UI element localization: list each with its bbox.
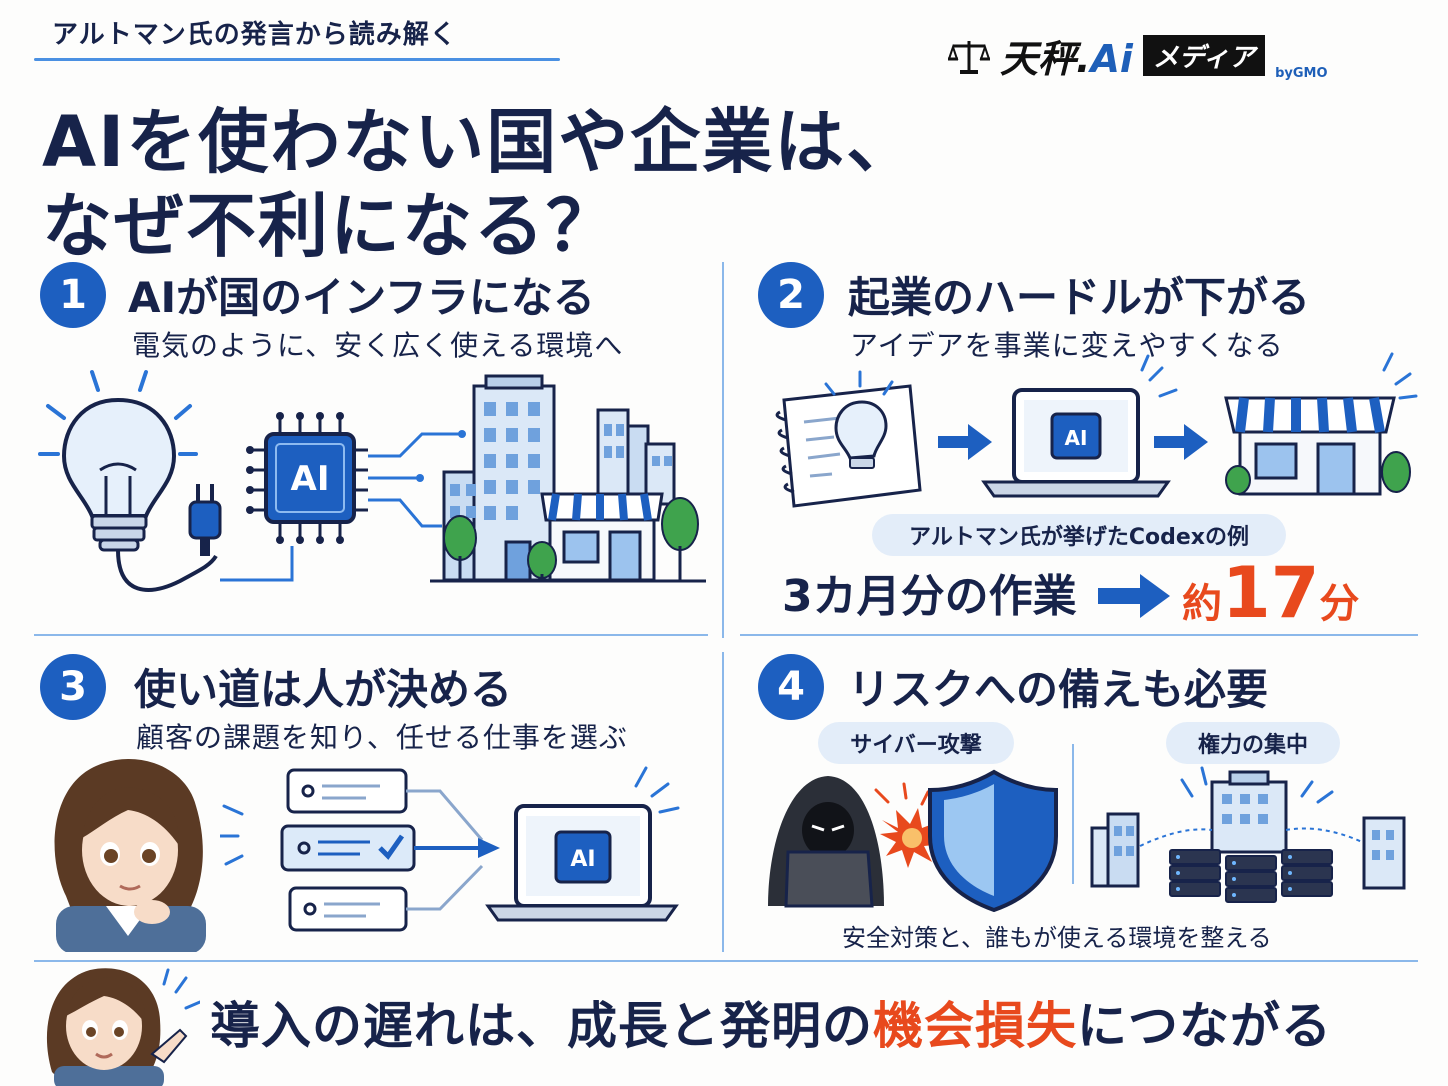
section-3-chip-label: AI (570, 847, 595, 872)
tree-icon (443, 497, 699, 582)
stat-before: 3カ月分の作業 (782, 571, 1077, 622)
codex-example-label: アルトマン氏が挙げたCodexの例 (872, 514, 1286, 556)
task-card (286, 768, 408, 814)
server-rack-icon (1169, 849, 1333, 903)
bulb-rays-icon (38, 370, 198, 456)
section-1-subtitle: 電気のように、安く広く使える環境へ (132, 329, 624, 362)
section-3-title: 使い道は人が決める (134, 665, 513, 714)
vertical-divider-bottom (722, 652, 724, 952)
section-2-subtitle: アイデアを事業に変えやすくなる (850, 329, 1284, 362)
notebook-idea-icon (775, 370, 922, 508)
section-1-illustration: AI (38, 370, 706, 592)
section-2-illustration: AI (775, 352, 1418, 508)
section-3-subtitle: 顧客の課題を知り、任せる仕事を選ぶ (136, 721, 628, 754)
bottom-conclusion: 導入の遅れは、成長と発明の機会損失につながる (210, 997, 1332, 1055)
woman-pointing-avatar (46, 968, 200, 1086)
section-3-illustration: AI (220, 766, 680, 932)
plug-icon (188, 484, 222, 556)
risk-label-cyber-attack: サイバー攻撃 (818, 722, 1014, 764)
arrow-right-icon (938, 424, 992, 460)
logo-by-gmo: byGMO (1275, 66, 1328, 81)
task-card-selected (280, 824, 416, 872)
section-2-title: 起業のハードルが下がる (848, 273, 1311, 322)
logo-media-tag: メディア (1142, 35, 1266, 76)
section-4-badge: 4 (758, 654, 824, 720)
arrow-right-icon (1154, 424, 1208, 460)
hacker-icon (768, 776, 884, 908)
storefront-icon (1224, 396, 1396, 496)
page-title-line2: なぜ不利になる？ (42, 185, 618, 267)
horizontal-divider-left (34, 634, 708, 636)
section-2-badge: 2 (758, 262, 824, 328)
lightbulb-icon (61, 397, 177, 552)
horizontal-divider-right (740, 634, 1418, 636)
shield-icon (928, 769, 1058, 912)
section-4-inner-divider (1072, 744, 1074, 884)
risk-label-power-concentration: 権力の集中 (1166, 722, 1340, 764)
laptop-ai-icon: AI (981, 388, 1171, 498)
power-concentration-illustration (1090, 766, 1406, 903)
section-1-title: AIが国のインフラになる (128, 273, 595, 322)
page-title-line1: AIを使わない国や企業は、 (42, 101, 919, 183)
arrow-right-icon (1098, 574, 1170, 618)
laptop-ai-icon: AI (485, 804, 679, 922)
scale-icon (948, 40, 990, 74)
checkmark-icon (378, 834, 405, 860)
header-kicker: アルトマン氏の発言から読み解く (52, 20, 457, 50)
ai-chip-icon: AI (246, 412, 368, 544)
woman-avatar (54, 759, 206, 952)
section-3-badge: 3 (40, 654, 106, 720)
section-1-badge: 1 (40, 262, 106, 328)
impact-burst-icon (874, 782, 944, 868)
section-1-chip-label: AI (291, 459, 330, 499)
stat-after: 約17分 (1182, 552, 1360, 634)
kicker-underline (34, 58, 560, 61)
building-icon (1090, 770, 1406, 890)
storefront-icon (540, 492, 664, 582)
vertical-divider-top (722, 262, 724, 638)
task-card (288, 886, 408, 932)
horizontal-divider-bottom (34, 960, 1418, 962)
arrow-right-icon (478, 838, 500, 858)
brand-logo: 天秤.Ai メディア byGMO (948, 28, 1328, 83)
logo-wordmark: 天秤.Ai (1000, 37, 1133, 81)
cyber-attack-illustration (768, 769, 1058, 912)
section-4-caption: 安全対策と、誰もが使える環境を整える (842, 924, 1272, 952)
power-cord (116, 549, 218, 592)
section-4-title: リスクへの備えも必要 (848, 665, 1269, 714)
section-2-chip-label: AI (1065, 426, 1088, 450)
